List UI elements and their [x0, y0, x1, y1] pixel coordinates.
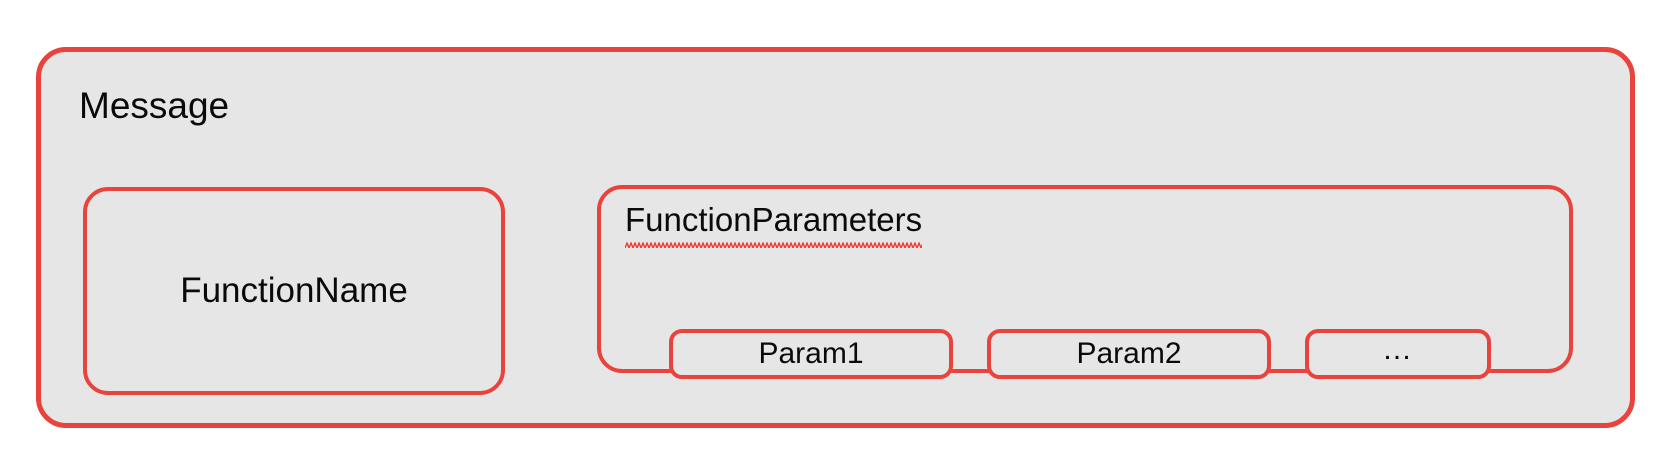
message-label: Message	[79, 85, 230, 126]
function-name-label: FunctionName	[180, 271, 408, 310]
function-parameters-label: FunctionParameters	[625, 201, 923, 238]
parameter-chip-ellipsis-label: …	[1382, 333, 1414, 366]
message-box[interactable]: Message FunctionName FunctionParameters …	[36, 47, 1635, 428]
spellcheck-squiggle-icon	[625, 240, 923, 248]
function-name-box[interactable]: FunctionName	[83, 187, 505, 395]
parameter-chip-2-label: Param2	[1076, 337, 1182, 370]
function-parameters-box[interactable]: FunctionParameters Param1 Param2 …	[597, 185, 1573, 379]
parameter-chip-2[interactable]: Param2	[987, 329, 1271, 379]
parameter-chip-ellipsis[interactable]: …	[1305, 329, 1491, 379]
parameter-chip-1-label: Param1	[758, 337, 864, 370]
parameter-chip-1[interactable]: Param1	[669, 329, 953, 379]
function-parameters-label-wrap: FunctionParameters	[625, 201, 923, 248]
